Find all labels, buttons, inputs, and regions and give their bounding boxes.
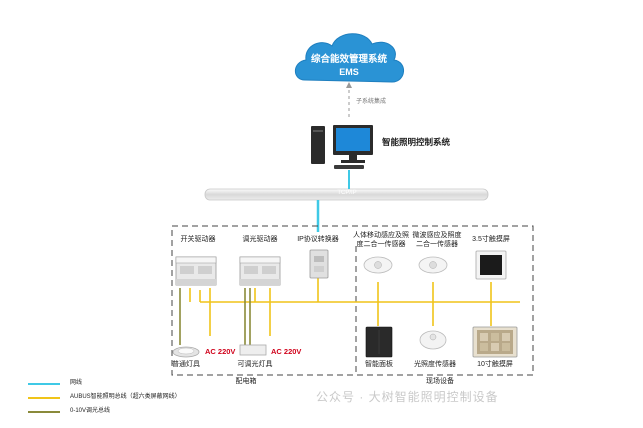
link-arrowhead (346, 82, 352, 88)
dimmable-lamp-device (239, 344, 267, 356)
pir-sensor-device (363, 256, 393, 274)
microwave-sensor-label-2: 二合一传感器 (416, 241, 458, 248)
legend-network-label: 网线 (70, 380, 83, 386)
computer-icon (311, 125, 373, 169)
dimming-bus-lines (179, 288, 251, 345)
touch-screen-10-label: 10寸触摸屏 (477, 361, 513, 368)
switch-driver-device (175, 256, 217, 286)
distribution-box-frame (171, 225, 534, 376)
cloud-title: 综合能效管理系统 (310, 54, 388, 65)
legend-dimming-label: 0-10V调光总线 (70, 408, 111, 414)
ems-cloud (294, 33, 404, 83)
ip-converter-device (309, 249, 329, 279)
smart-panel-device (365, 326, 393, 358)
ip-converter-label: IP协议转换器 (297, 236, 339, 243)
ac-220v-left-label: AC 220V (205, 347, 236, 356)
control-system-label: 智能照明控制系统 (382, 137, 451, 147)
microwave-sensor-device (418, 256, 448, 274)
smart-panel-label: 智能面板 (365, 361, 393, 368)
lux-sensor-label: 光照度传感器 (414, 361, 456, 368)
normal-lamp-label: 普通灯具 (172, 361, 200, 368)
tcp-ip-network-bar (204, 188, 489, 201)
distribution-box-label: 配电箱 (235, 378, 257, 385)
touch-screen-10-device (472, 326, 518, 358)
watermark-text: 公众号 · 大树智能照明控制设备 (316, 390, 499, 404)
dimming-driver-label: 调光驱动器 (242, 236, 278, 243)
legend-aubus-label: AUBUS智能照明总线（超六类屏蔽网线） (70, 394, 181, 400)
ac-220v-right-label: AC 220V (271, 347, 302, 356)
pir-sensor-label-1: 人体移动感应及照 (353, 232, 409, 239)
cloud-subtitle: EMS (339, 67, 359, 77)
switch-driver-label: 开关驱动器 (180, 236, 216, 243)
tcp-ip-label: TCP/IP (337, 190, 357, 196)
field-devices-label: 现场设备 (426, 378, 454, 385)
dimmable-lamp-label: 可调光灯具 (237, 361, 273, 368)
normal-lamp-device (172, 346, 200, 358)
microwave-sensor-label-1: 微波感应及照度 (412, 232, 462, 239)
touch-screen-35-device (475, 250, 507, 280)
subsystem-link-label: 子系统集成 (356, 99, 387, 105)
dimming-driver-device (239, 256, 281, 286)
lux-sensor-device (419, 330, 447, 350)
pir-sensor-label-2: 度二合一传感器 (356, 241, 406, 248)
aubus-bus-lines (189, 278, 520, 336)
touch-screen-35-label: 3.5寸触摸屏 (472, 236, 510, 243)
